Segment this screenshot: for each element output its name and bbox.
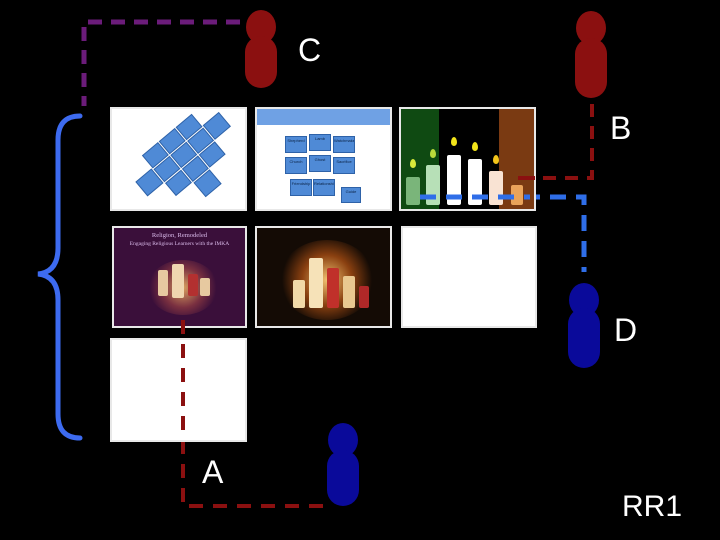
label-d: D [614, 312, 638, 348]
concept-box: Watchmaker [333, 136, 355, 153]
candle [172, 264, 184, 298]
path-d-line [420, 194, 587, 272]
path-c-line [81, 19, 240, 106]
person-b-icon [575, 11, 607, 98]
label-b: B [610, 110, 632, 146]
flame [410, 159, 416, 168]
thumbnail-candles-photo[interactable] [255, 226, 392, 328]
candle [200, 278, 210, 296]
slide-subtitle: Engaging Religious Learners with the IMK… [129, 241, 230, 247]
candle [293, 280, 305, 308]
candle [343, 276, 355, 308]
candle-bar [468, 159, 482, 205]
group-brace [37, 113, 83, 441]
slide-title: Religion, Remodeled [151, 232, 208, 239]
flame [472, 142, 478, 151]
person-d-icon [568, 283, 600, 368]
diamond-diagram [135, 111, 231, 198]
thumbnail-blank-2[interactable] [110, 338, 247, 442]
candle-bar [406, 177, 420, 205]
thumbnail-candle-chart[interactable] [399, 107, 536, 211]
slide-id: RR1 [622, 490, 683, 523]
concept-box: Friendship [290, 179, 312, 196]
label-a: A [202, 454, 224, 490]
concept-box: Sacrifice [333, 157, 355, 174]
person-a-icon [327, 423, 359, 506]
path-b-line [518, 104, 594, 180]
candle-bar [447, 155, 461, 205]
thumbnail-title-slide[interactable]: Religion, Remodeled Engaging Religious L… [112, 226, 247, 328]
thumbnail-concept-boxes[interactable]: Shepherd Lamb Watchmaker Church Ghost Sa… [255, 107, 392, 211]
concept-box: Church [285, 157, 307, 174]
concept-box: Relationship [313, 179, 335, 196]
concept-box: Shepherd [285, 136, 307, 153]
header-bar [257, 109, 390, 125]
concept-box: Ghost [309, 155, 331, 172]
person-c-icon [245, 10, 277, 88]
candle [188, 274, 198, 296]
candle [309, 258, 323, 308]
concept-box: Lamb [309, 134, 331, 151]
flame [451, 137, 457, 146]
thumbnail-diamond-diagram[interactable] [110, 107, 247, 211]
concept-box: Guide [341, 187, 361, 203]
candle [327, 268, 339, 308]
label-c: C [298, 32, 322, 68]
candle [359, 286, 369, 308]
flame [430, 149, 436, 158]
candle-bar [511, 185, 523, 205]
flame [493, 155, 499, 164]
candle [158, 270, 168, 296]
thumbnail-blank-1[interactable] [401, 226, 537, 328]
